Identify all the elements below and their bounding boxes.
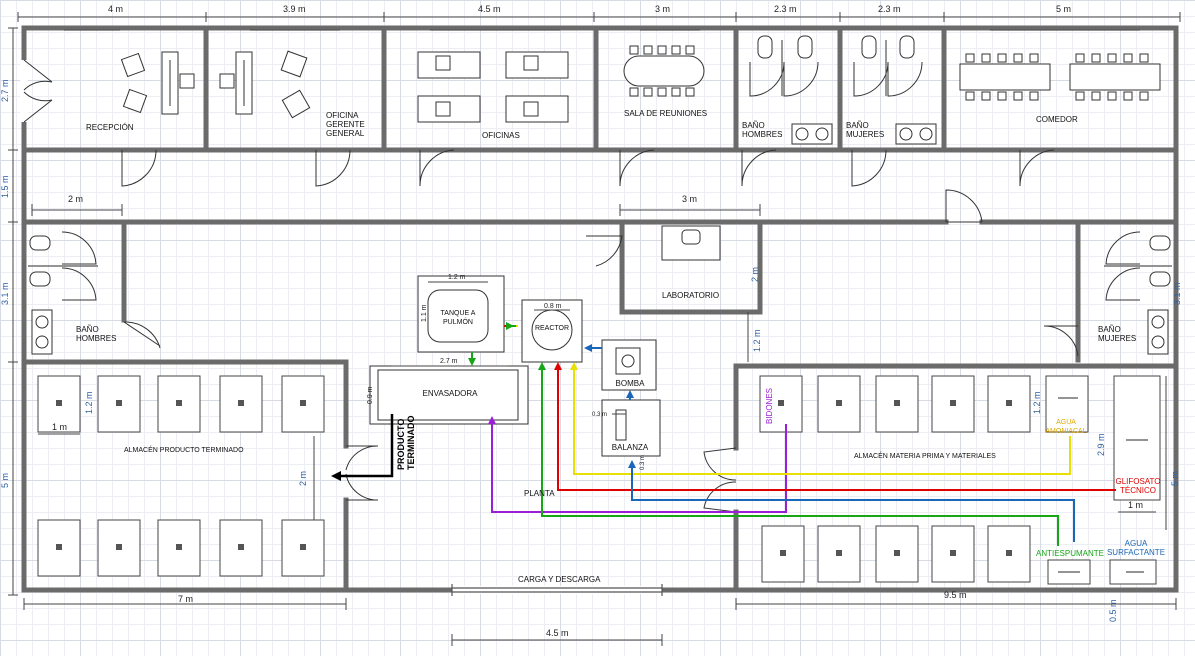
label-agua-1: AGUA bbox=[1056, 419, 1076, 426]
room-bano-h-top-2: HOMBRES bbox=[742, 130, 782, 139]
label-surf-1: AGUA bbox=[1125, 539, 1148, 548]
room-oficina-1: OFICINA bbox=[326, 111, 359, 120]
dim-lab-height: 2 m bbox=[750, 267, 760, 282]
dim-env-h: 0.9 m bbox=[367, 386, 374, 404]
dim-reactor: 0.8 m bbox=[544, 303, 562, 310]
room-oficina-2: GERENTE bbox=[326, 120, 365, 129]
room-almacen-mp: ALMACÉN MATERIA PRIMA Y MATERIALES bbox=[854, 451, 996, 460]
side-bathroom-fixtures bbox=[28, 235, 1172, 355]
pallets-left: 1 m 1.2 m 2 m bbox=[37, 375, 325, 577]
room-carga: CARGA Y DESCARGA bbox=[518, 575, 601, 584]
dim-reactor-gap: 1.2 m bbox=[752, 329, 762, 352]
dim-left-4: 5 m bbox=[0, 473, 10, 488]
dim-top-2: 3.9 m bbox=[283, 4, 306, 14]
dim-balanza-h: 0.3 m bbox=[640, 455, 646, 470]
dim-pallet-h: 1.2 m bbox=[84, 391, 94, 414]
room-oficina-3: GENERAL bbox=[326, 129, 365, 138]
label-surf-2: SURFACTANTE bbox=[1107, 548, 1165, 557]
room-oficinas: OFICINAS bbox=[482, 131, 520, 140]
bottom-dims: 7 m 9.5 m 4.5 m 0.5 m bbox=[23, 590, 1177, 646]
dim-bottom-right: 9.5 m bbox=[944, 590, 967, 600]
room-laboratorio: LABORATORIO bbox=[662, 291, 719, 300]
dim-left-3: 3.1 m bbox=[0, 282, 10, 305]
dim-top-3: 4.5 m bbox=[478, 4, 501, 14]
dim-pallet-w: 1 m bbox=[52, 422, 67, 432]
offices-furniture bbox=[417, 51, 569, 123]
dim-top-7: 5 m bbox=[1056, 4, 1071, 14]
top-bathroom-fixtures bbox=[757, 35, 937, 145]
room-bano-m-2: MUJERES bbox=[1098, 334, 1136, 343]
dim-bottom-small: 0.5 m bbox=[1108, 599, 1118, 622]
dim-left-2: 1.5 m bbox=[0, 175, 10, 198]
material-labels: BIDONES AGUA AMONIACAL GLIFOSATO TÉCNICO… bbox=[396, 388, 1165, 558]
dim-corridor-center: 3 m bbox=[682, 194, 697, 204]
tank-label-2: PULMÓN bbox=[443, 317, 473, 326]
manager-office-furniture bbox=[219, 50, 311, 119]
room-bano-m-top-2: MUJERES bbox=[846, 130, 884, 139]
dim-right-pallet-w: 1 m bbox=[1128, 500, 1143, 510]
dim-bottom-left: 7 m bbox=[178, 594, 193, 604]
meeting-room-furniture bbox=[623, 45, 705, 97]
label-producto-2: TERMINADO bbox=[406, 416, 416, 471]
label-agua-2: AMONIACAL bbox=[1045, 428, 1086, 435]
room-sala: SALA DE REUNIONES bbox=[624, 109, 707, 118]
room-comedor: COMEDOR bbox=[1036, 115, 1078, 124]
loading-gate bbox=[451, 584, 663, 596]
lab-fixture bbox=[661, 225, 721, 261]
bomba: BOMBA bbox=[601, 339, 657, 391]
dim-balanza-w: 0.3 m bbox=[592, 412, 607, 418]
label-bidones: BIDONES bbox=[765, 388, 774, 424]
room-bano-m-1: BAÑO bbox=[1098, 325, 1121, 334]
top-dimension-line: 4 m 3.9 m 4.5 m 3 m 2.3 m 2.3 m 5 m bbox=[17, 4, 1181, 22]
label-antiespumante: ANTIESPUMANTE bbox=[1036, 549, 1104, 558]
balanza-label: BALANZA bbox=[612, 443, 649, 452]
walls bbox=[21, 25, 1179, 593]
dim-left-1: 2.7 m bbox=[0, 79, 10, 102]
tank-label-1: TANQUE A bbox=[441, 310, 476, 317]
label-glifosato-1: GLIFOSATO bbox=[1115, 477, 1160, 486]
room-bano-m-top-1: BAÑO bbox=[846, 121, 869, 130]
dim-tank-h: 1.1 m bbox=[421, 304, 428, 322]
dim-right-side: 5 m bbox=[1170, 471, 1180, 486]
dim-aisle: 2 m bbox=[298, 471, 308, 486]
left-dimension-line: 2.7 m 1.5 m 3.1 m 5 m bbox=[0, 27, 18, 596]
tank-pulmon: 1.2 m 1.1 m TANQUE A PULMÓN bbox=[417, 274, 505, 353]
room-bano-h-1: BAÑO bbox=[76, 325, 99, 334]
envasadora: 2.7 m 0.9 m ENVASADORA bbox=[367, 358, 529, 425]
room-bano-h-top-1: BAÑO bbox=[742, 121, 765, 130]
envasadora-label: ENVASADORA bbox=[423, 389, 479, 398]
room-almacen-pt: ALMACÉN PRODUCTO TERMINADO bbox=[124, 445, 244, 454]
balanza: 0.3 m 0.3 m BALANZA bbox=[592, 399, 661, 470]
dining-furniture bbox=[959, 53, 1161, 101]
room-bano-h-2: HOMBRES bbox=[76, 334, 116, 343]
dim-top-5: 2.3 m bbox=[774, 4, 797, 14]
dim-right-col-h: 2.9 m bbox=[1096, 433, 1106, 456]
bomba-label: BOMBA bbox=[616, 379, 646, 388]
reactor-label: REACTOR bbox=[535, 325, 569, 332]
dim-top-1: 4 m bbox=[108, 4, 123, 14]
room-labels: RECEPCIÓN OFICINA GERENTE GENERAL OFICIN… bbox=[76, 109, 1136, 584]
label-glifosato-2: TÉCNICO bbox=[1120, 486, 1156, 495]
reception-furniture bbox=[120, 51, 195, 115]
dim-bottom-gate: 4.5 m bbox=[546, 628, 569, 638]
dim-right-middle: 3.1 m bbox=[1172, 282, 1182, 305]
dim-env-w: 2.7 m bbox=[440, 358, 458, 365]
corridor-dims: 2 m 3 m 2 m 1.2 m 3.1 m bbox=[31, 194, 1182, 362]
pallets-right: 1.2 m 2.9 m 1 m 5 m bbox=[759, 375, 1180, 585]
doors bbox=[20, 59, 1141, 513]
reactor: 0.8 m REACTOR bbox=[521, 299, 583, 363]
dim-corridor-left: 2 m bbox=[68, 194, 83, 204]
dim-top-4: 3 m bbox=[655, 4, 670, 14]
dim-tank-w: 1.2 m bbox=[448, 274, 466, 281]
dim-right-pallet-h: 1.2 m bbox=[1032, 391, 1042, 414]
pipes bbox=[331, 322, 1116, 546]
label-producto-1: PRODUCTO bbox=[396, 419, 406, 470]
room-recepcion: RECEPCIÓN bbox=[86, 123, 134, 132]
room-planta: PLANTA bbox=[524, 489, 555, 498]
dim-top-6: 2.3 m bbox=[878, 4, 901, 14]
